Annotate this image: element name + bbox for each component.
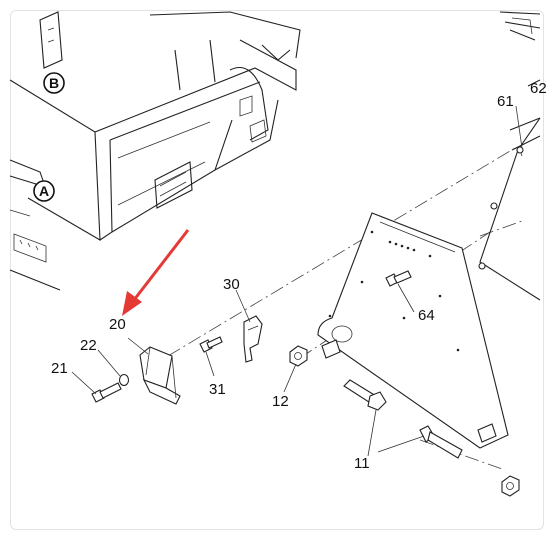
part-30-latch	[243, 315, 263, 363]
part-12-nut	[289, 345, 308, 367]
part-label-30: 30	[223, 276, 240, 293]
callout-a: A	[33, 180, 55, 202]
machine-frame	[9, 11, 541, 291]
part-label-64: 64	[418, 307, 435, 324]
part-label-20: 20	[109, 316, 126, 333]
part-64-screw	[385, 270, 412, 287]
callout-a-label: A	[39, 183, 49, 199]
part-label-61: 61	[497, 93, 514, 110]
plate-holes	[328, 230, 460, 352]
triangular-plate	[317, 212, 509, 449]
part-21-bolt	[91, 382, 122, 403]
part-22-washer	[118, 373, 130, 387]
part-label-21: 21	[51, 360, 68, 377]
callout-b: B	[43, 72, 65, 94]
part-label-22: 22	[80, 337, 97, 354]
part-label-12: 12	[272, 393, 289, 410]
part-label-11: 11	[354, 455, 370, 472]
callout-b-label: B	[49, 75, 59, 91]
part-31-screw	[199, 336, 223, 353]
red-arrow	[122, 229, 190, 316]
part-label-31: 31	[209, 381, 226, 398]
part-11-bolt-lower	[419, 425, 463, 459]
lower-nut	[501, 475, 520, 497]
leader-lines	[71, 105, 523, 457]
back-panel	[478, 117, 541, 301]
part-label-62: 62	[530, 80, 547, 97]
part-11-bolt	[343, 379, 387, 411]
part-20-bracket	[139, 346, 181, 405]
